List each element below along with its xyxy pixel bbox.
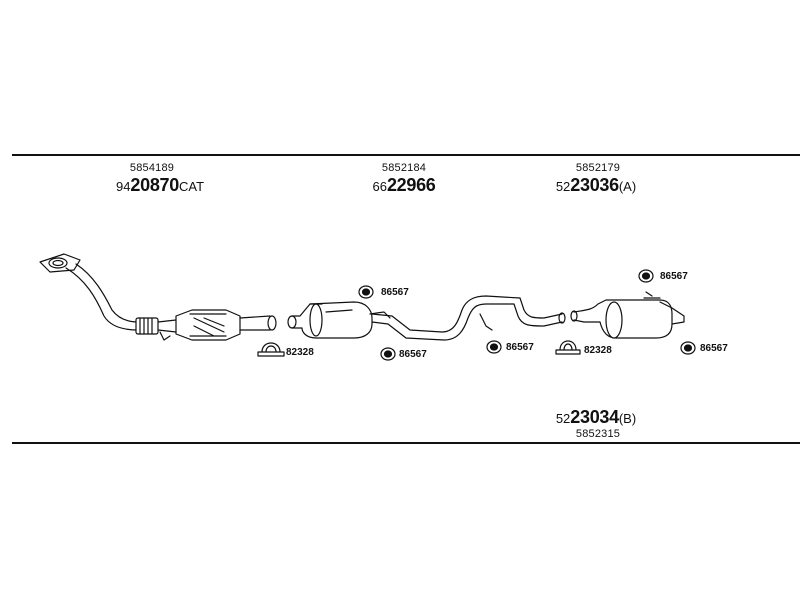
label-clamp-left: 82328 bbox=[286, 347, 314, 358]
part-main-2: 22966 bbox=[386, 175, 436, 195]
front-pipe bbox=[65, 263, 139, 331]
front-pipe-joint bbox=[135, 317, 177, 341]
part-number-2: 6622966 bbox=[372, 175, 435, 196]
label-hanger-mid-top: 86567 bbox=[381, 287, 409, 298]
part-prefix-2: 66 bbox=[372, 179, 387, 194]
label-hanger-mid-right: 86567 bbox=[506, 342, 534, 353]
top-divider bbox=[12, 154, 800, 156]
hanger-mid-bottom bbox=[380, 347, 396, 361]
middle-pipe bbox=[369, 295, 566, 341]
oe-number-1: 5854189 bbox=[129, 162, 175, 174]
oe-number-bottom: 5852315 bbox=[575, 428, 621, 440]
rear-silencer bbox=[570, 291, 685, 339]
part-main-bottom: 23034 bbox=[570, 407, 619, 427]
label-hanger-right-top: 86567 bbox=[660, 271, 688, 282]
part-suffix-bottom: (B) bbox=[618, 411, 637, 426]
part-number-3: 5223036(A) bbox=[556, 175, 636, 196]
part-main-3: 23036 bbox=[570, 175, 619, 195]
label-clamp-right: 82328 bbox=[584, 345, 612, 356]
label-hanger-right-bottom: 86567 bbox=[700, 343, 728, 354]
part-number-bottom: 5223034(B) bbox=[556, 407, 636, 428]
catalytic-converter bbox=[175, 309, 277, 341]
oe-number-3: 5852179 bbox=[575, 162, 621, 174]
part-prefix-bottom: 52 bbox=[555, 411, 571, 426]
front-pipe-flange bbox=[39, 253, 81, 273]
oe-number-2: 5852184 bbox=[381, 162, 427, 174]
part-suffix-1: CAT bbox=[178, 179, 205, 194]
clamp-left bbox=[257, 342, 285, 357]
hanger-right-top bbox=[638, 269, 654, 283]
part-number-1: 9420870CAT bbox=[116, 175, 204, 196]
clamp-right bbox=[555, 340, 581, 355]
part-suffix-3: (A) bbox=[618, 179, 637, 194]
bottom-divider bbox=[12, 442, 800, 444]
part-prefix-3: 52 bbox=[555, 179, 571, 194]
hanger-mid-top bbox=[358, 285, 374, 299]
middle-silencer bbox=[287, 301, 373, 339]
hanger-right-bottom bbox=[680, 341, 696, 355]
part-prefix-1: 94 bbox=[115, 179, 131, 194]
part-main-1: 20870 bbox=[130, 175, 179, 195]
hanger-mid-right bbox=[486, 340, 502, 354]
label-hanger-mid-bottom: 86567 bbox=[399, 349, 427, 360]
